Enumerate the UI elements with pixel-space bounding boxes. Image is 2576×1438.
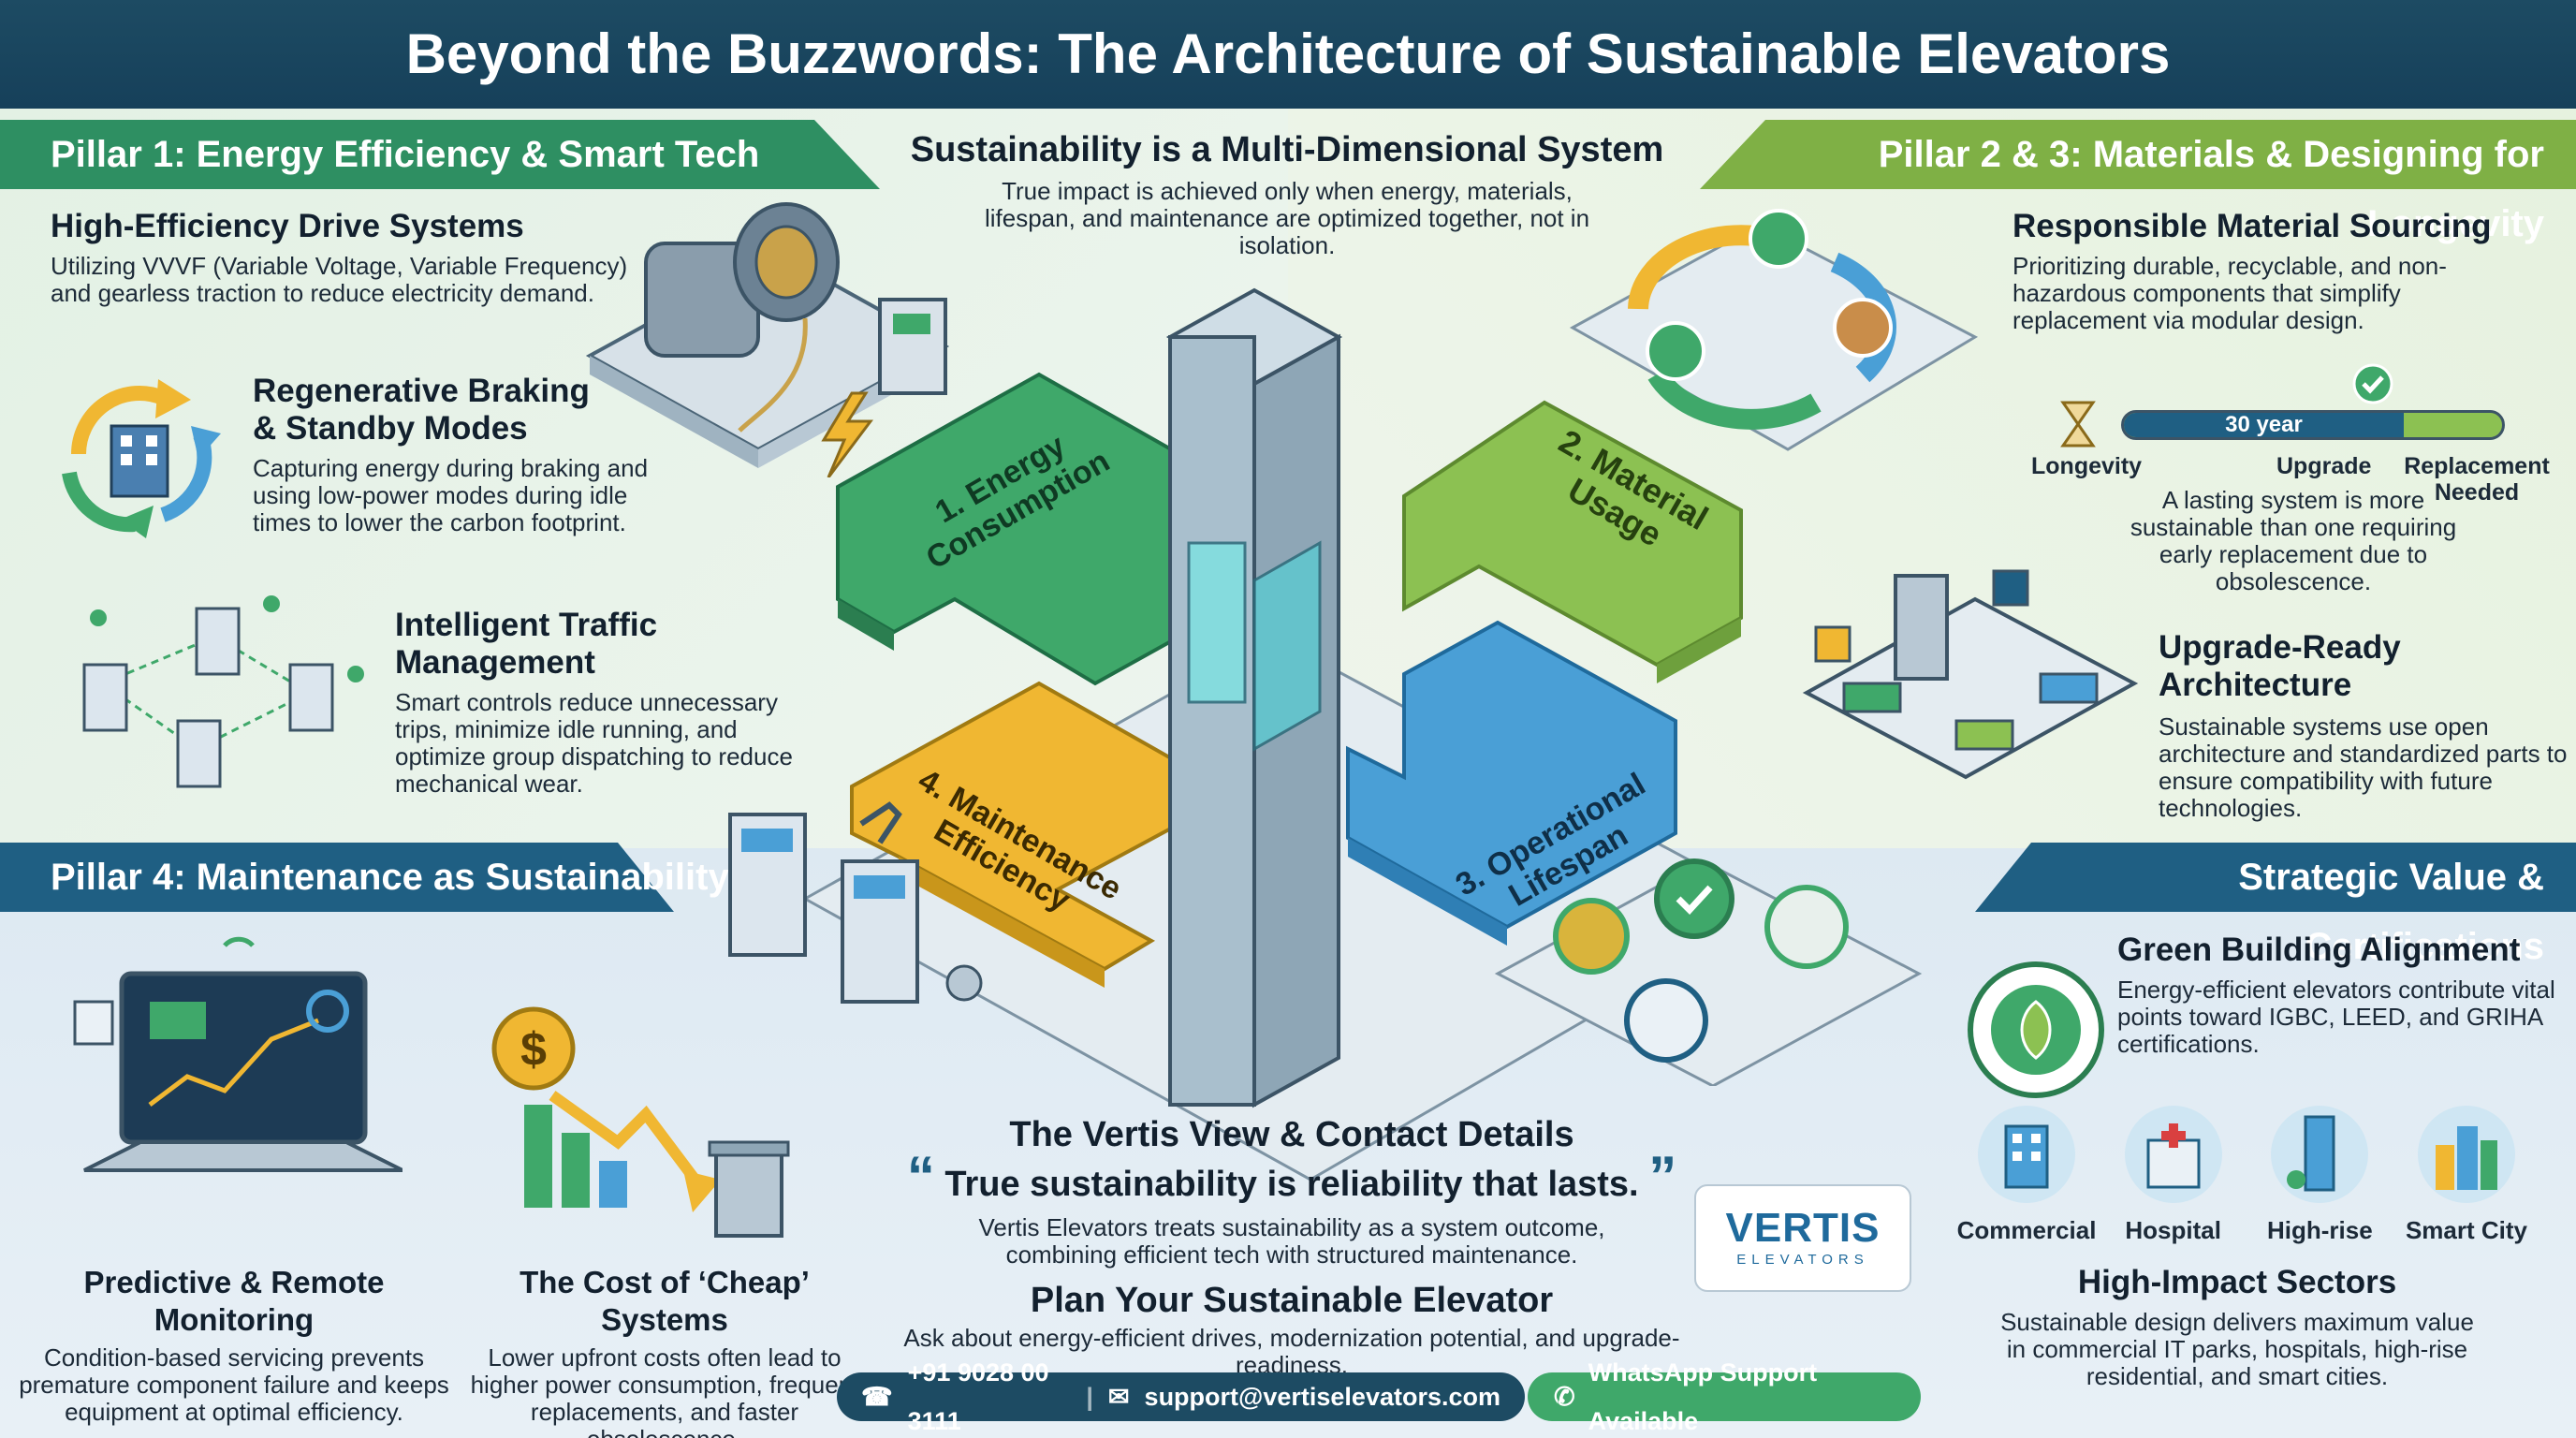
smart-city-icon bbox=[2417, 1106, 2515, 1203]
traffic-mgmt-text: Smart controls reduce unnecessary trips,… bbox=[395, 688, 793, 798]
timeline-bar: 30 year bbox=[2121, 410, 2505, 440]
timeline-mid-label: Upgrade bbox=[2276, 453, 2372, 479]
modular-parts-icon bbox=[1802, 569, 2139, 780]
email-link[interactable]: support@vertiselevators.com bbox=[1144, 1383, 1500, 1411]
whatsapp-icon: ✆ bbox=[1554, 1383, 1575, 1411]
page-title: Beyond the Buzzwords: The Architecture o… bbox=[0, 0, 2576, 109]
check-pin-icon bbox=[2352, 363, 2393, 404]
maintenance-cabinets-icon bbox=[728, 801, 983, 1004]
strategic-banner: Strategic Value & Certifications bbox=[2238, 857, 2544, 967]
sectors-block: High-Impact Sectors Sustainable design d… bbox=[1994, 1264, 2481, 1390]
regen-braking-block: Regenerative Braking & Standby Modes Cap… bbox=[253, 373, 655, 536]
drive-systems-text: Utilizing VVVF (Variable Voltage, Variab… bbox=[51, 252, 628, 307]
traffic-mgmt-heading: Intelligent Traffic Management bbox=[395, 607, 658, 681]
green-building-block: Green Building Alignment Energy-efficien… bbox=[2117, 932, 2567, 1058]
cost-decline-icon: $ bbox=[491, 1006, 790, 1238]
hourglass-icon bbox=[2060, 401, 2096, 448]
traffic-mgmt-block: Intelligent Traffic Management Smart con… bbox=[395, 607, 807, 798]
sector-smartcity: Smart City bbox=[2396, 1103, 2537, 1244]
pillar1-banner-bg bbox=[0, 120, 880, 189]
monitoring-dashboard-icon bbox=[73, 936, 402, 1172]
vertis-text: Vertis Elevators treats sustainability a… bbox=[978, 1213, 1605, 1269]
timeline-end-label: Replacement Needed bbox=[2404, 453, 2550, 506]
upgrade-text: Sustainable systems use open architectur… bbox=[2159, 712, 2568, 822]
plan-heading: Plan Your Sustainable Elevator bbox=[1030, 1281, 1554, 1320]
pillar4-banner: Pillar 4: Maintenance as Sustainability bbox=[51, 857, 729, 898]
upgrade-block: Upgrade-Ready Architecture Sustainable s… bbox=[2159, 629, 2570, 822]
pillar23-banner: Pillar 2 & 3: Materials & Designing for … bbox=[1878, 134, 2544, 244]
sector-hospital: Hospital bbox=[2103, 1103, 2244, 1244]
cheap-systems-text: Lower upfront costs often lead to higher… bbox=[470, 1343, 859, 1438]
energy-cycle-icon bbox=[62, 379, 221, 538]
vertis-quote-text: True sustainability is reliability that … bbox=[944, 1165, 1639, 1204]
regen-braking-text: Capturing energy during braking and usin… bbox=[253, 454, 649, 536]
traction-motor-icon bbox=[585, 202, 950, 477]
upgrade-heading: Upgrade-Ready Architecture bbox=[2159, 629, 2401, 703]
timeline-caption: A lasting system is more sustainable tha… bbox=[2130, 486, 2457, 595]
pillar23-banner-bg bbox=[1700, 120, 2576, 189]
monitoring-text: Condition-based servicing prevents prema… bbox=[19, 1343, 449, 1426]
close-quote-icon: ” bbox=[1648, 1145, 1677, 1208]
regen-braking-heading: Regenerative Braking & Standby Modes bbox=[253, 373, 590, 447]
timeline-bar-label: 30 year bbox=[2124, 413, 2404, 437]
system-hub-diagram bbox=[801, 287, 1782, 1181]
center-intro-text: True impact is achieved only when energy… bbox=[984, 177, 1590, 259]
cheap-systems-block: The Cost of ‘Cheap’ Systems Lower upfron… bbox=[459, 1264, 871, 1438]
highrise-icon bbox=[2271, 1106, 2369, 1203]
griha-seal-icon bbox=[1968, 961, 2104, 1098]
traffic-network-icon bbox=[82, 595, 364, 788]
pillar1-banner: Pillar 1: Energy Efficiency & Smart Tech bbox=[51, 134, 760, 175]
sector-commercial-label: Commercial bbox=[1956, 1216, 2097, 1244]
sector-highrise-label: High-rise bbox=[2266, 1216, 2373, 1244]
green-building-heading: Green Building Alignment bbox=[2117, 932, 2521, 968]
contact-bar: ☎ +91 9028 00 3111 | ✉ support@vertisele… bbox=[837, 1358, 1525, 1435]
sector-highrise: High-rise bbox=[2249, 1103, 2390, 1244]
vertis-quote: “ True sustainability is reliability tha… bbox=[871, 1149, 1713, 1205]
strategic-banner-bg bbox=[1975, 843, 2576, 912]
vertis-logo-main: VERTIS bbox=[1725, 1205, 1881, 1251]
open-quote-icon: “ bbox=[906, 1145, 935, 1208]
sourcing-text: Prioritizing durable, recyclable, and no… bbox=[2012, 252, 2447, 334]
sectors-text: Sustainable design delivers maximum valu… bbox=[2000, 1308, 2474, 1390]
green-building-text: Energy-efficient elevators contribute vi… bbox=[2117, 976, 2555, 1058]
timeline-start-label: Longevity bbox=[2031, 453, 2143, 479]
vertis-view-block: The Vertis View & Contact Details “ True… bbox=[871, 1116, 1713, 1379]
cheap-systems-heading: The Cost of ‘Cheap’ Systems bbox=[520, 1265, 810, 1337]
sourcing-block: Responsible Material Sourcing Prioritizi… bbox=[2012, 208, 2555, 334]
monitoring-block: Predictive & Remote Monitoring Condition… bbox=[19, 1264, 449, 1426]
phone-icon: ☎ bbox=[861, 1383, 893, 1411]
certification-medals-icon bbox=[1494, 858, 1923, 1086]
vertis-logo: VERTIS ELEVATORS bbox=[1694, 1184, 1911, 1292]
pillar4-banner-bg bbox=[0, 843, 674, 912]
hospital-icon bbox=[2124, 1106, 2222, 1203]
monitoring-heading: Predictive & Remote Monitoring bbox=[83, 1265, 385, 1337]
phone-number[interactable]: +91 9028 00 3111 bbox=[907, 1358, 1049, 1435]
sectors-row: Commercial Hospital High-rise Smart City bbox=[1956, 1103, 2537, 1244]
center-intro: Sustainability is a Multi-Dimensional Sy… bbox=[899, 131, 1676, 259]
email-icon: ✉ bbox=[1107, 1383, 1130, 1411]
sectors-heading: High-Impact Sectors bbox=[2077, 1264, 2397, 1300]
sector-hospital-label: Hospital bbox=[2125, 1216, 2221, 1244]
drive-systems-block: High-Efficiency Drive Systems Utilizing … bbox=[51, 208, 631, 307]
vertis-logo-sub: ELEVATORS bbox=[1736, 1252, 1869, 1268]
sector-commercial: Commercial bbox=[1956, 1103, 2097, 1244]
sector-smartcity-label: Smart City bbox=[2405, 1216, 2527, 1244]
whatsapp-label: WhatsApp Support Available bbox=[1588, 1358, 1818, 1435]
whatsapp-button[interactable]: ✆ WhatsApp Support Available bbox=[1528, 1358, 1921, 1435]
vertis-heading: The Vertis View & Contact Details bbox=[1009, 1115, 1574, 1154]
commercial-building-icon bbox=[1978, 1106, 2075, 1203]
recycle-cycle-icon bbox=[1569, 209, 1979, 451]
center-intro-heading: Sustainability is a Multi-Dimensional Sy… bbox=[910, 130, 1664, 169]
drive-systems-heading: High-Efficiency Drive Systems bbox=[51, 208, 524, 244]
longevity-timeline: 30 year Longevity Upgrade Replacement Ne… bbox=[2031, 356, 2565, 595]
contact-divider: | bbox=[1086, 1383, 1093, 1411]
svg-text:$: $ bbox=[520, 1023, 547, 1076]
sourcing-heading: Responsible Material Sourcing bbox=[2012, 208, 2492, 244]
